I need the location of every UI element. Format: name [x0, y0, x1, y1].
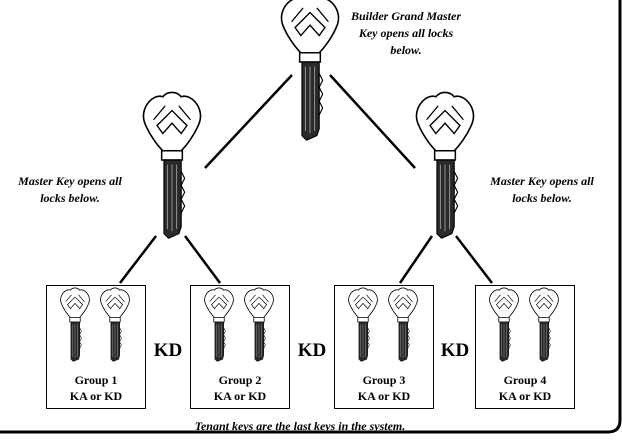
- group-box-4: Group 4 KA or KD: [475, 285, 575, 409]
- kd-separator-1: KD: [153, 340, 183, 361]
- tenant-key-icon: [244, 287, 274, 362]
- line-master-right-to-group3: [398, 235, 434, 284]
- group-name: Group 2: [218, 373, 262, 387]
- grand-master-label: Builder Grand Master Key opens all locks…: [350, 9, 462, 57]
- tenant-key-icon: [100, 287, 130, 362]
- tenant-key-icon: [60, 287, 90, 362]
- grand-master-key-icon: [280, 0, 340, 142]
- connector-lines: [119, 74, 493, 284]
- group-name: Group 4: [503, 373, 547, 387]
- line-master-right-to-group4: [455, 235, 493, 284]
- tenant-key-icon: [388, 287, 418, 362]
- group-name: Group 1: [74, 373, 118, 387]
- group-keying: KA or KD: [357, 389, 411, 403]
- tenant-label: Tenant keys are the last keys in the sys…: [194, 419, 406, 433]
- group-name: Group 3: [362, 373, 406, 387]
- group-keying: KA or KD: [69, 389, 123, 403]
- tenant-key-icon: [529, 287, 559, 362]
- kd-separator-3: KD: [440, 340, 470, 361]
- line-master-left-to-group2: [183, 235, 222, 284]
- line-master-left-to-group1: [119, 235, 157, 284]
- tenant-key-icon: [489, 287, 519, 362]
- tenant-key-icon: [204, 287, 234, 362]
- master-key-left-icon: [142, 91, 202, 240]
- tenant-key-icon: [348, 287, 378, 362]
- line-grand-to-master-left: [204, 74, 293, 169]
- group-keying: KA or KD: [213, 389, 267, 403]
- master-key-right-icon: [415, 91, 475, 240]
- group-box-2: Group 2 KA or KD: [190, 285, 290, 409]
- group-box-1: Group 1 KA or KD: [46, 285, 146, 409]
- group-keying: KA or KD: [498, 389, 552, 403]
- group-box-3: Group 3 KA or KD: [334, 285, 434, 409]
- master-left-label: Master Key opens all locks below.: [18, 174, 122, 205]
- master-right-label: Master Key opens all locks below.: [490, 174, 594, 205]
- line-grand-to-master-right: [329, 74, 416, 169]
- kd-separator-2: KD: [297, 340, 327, 361]
